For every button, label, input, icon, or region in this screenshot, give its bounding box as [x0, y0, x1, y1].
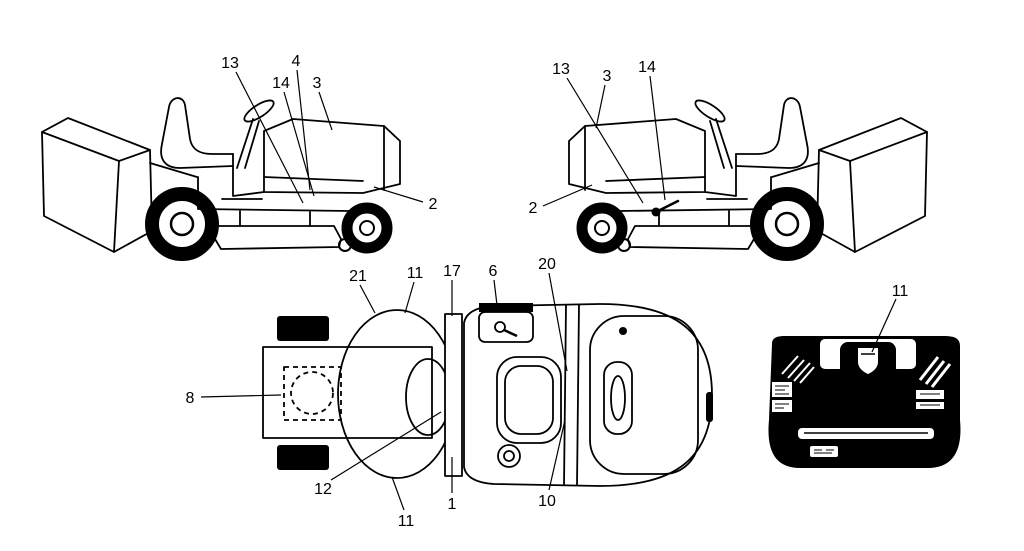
leader-line-11-topview-upper — [404, 281, 415, 314]
leader-line-11-rear — [871, 298, 897, 353]
leader-line-13-left — [235, 71, 304, 204]
leader-line-14-left — [283, 91, 315, 197]
leader-line-11-topview-lower — [391, 476, 405, 511]
callout-3-left: 3 — [313, 75, 322, 92]
left-wheel-top — [277, 316, 329, 341]
callout-12-top: 12 — [314, 481, 332, 498]
callout-1-top: 1 — [448, 496, 457, 513]
control-lever — [656, 199, 680, 213]
bagger-front-edge-2 — [576, 303, 580, 487]
callout-6-top: 6 — [489, 263, 498, 280]
leader-line-21-top — [359, 284, 376, 314]
left-warning-label-2 — [772, 400, 792, 412]
fuel-cap-dot — [619, 327, 627, 335]
leader-line-13-right — [566, 77, 644, 204]
callout-8-top: 8 — [186, 390, 195, 407]
callout-2-left: 2 — [429, 196, 438, 213]
dash-panel-bar — [479, 303, 533, 312]
leader-line-12-top — [330, 411, 442, 481]
tractor-side-drawing-mirrored — [569, 97, 927, 254]
bagger-inner-contour — [589, 315, 699, 475]
seat-top-view — [496, 356, 562, 444]
callout-14-right: 14 — [638, 59, 656, 76]
leader-line-14-right — [649, 75, 666, 201]
rear-view — [768, 336, 961, 468]
leader-line-2-left — [373, 186, 424, 203]
frame-strip — [444, 313, 463, 477]
left-warning-label-2-text-lines — [775, 403, 789, 409]
callout-11-top-lower: 11 — [398, 513, 415, 530]
leader-lines — [200, 69, 897, 511]
bottom-left-label-marks — [814, 449, 834, 454]
leader-line-3-right — [595, 84, 606, 129]
ignition-key-ring — [494, 321, 506, 333]
dash-panel — [478, 311, 534, 343]
right-hatch-lines — [918, 356, 952, 388]
engine-box-hidden — [283, 366, 342, 421]
bagger-handle — [603, 361, 633, 435]
leader-line-10-top — [548, 419, 566, 491]
fender-cap-inner — [503, 450, 515, 462]
left-hatch-lines — [781, 355, 815, 384]
seat-cushion-contour — [504, 365, 554, 435]
leader-line-4-left — [296, 69, 311, 191]
control-lever-knob — [651, 207, 661, 217]
engine-pulley-hidden — [290, 371, 334, 415]
side-view-left — [42, 97, 400, 254]
leader-line-6-top — [493, 279, 498, 306]
callout-10-top: 10 — [538, 493, 556, 510]
bagger-front-edge-1 — [563, 304, 567, 487]
callout-21-top: 21 — [349, 268, 367, 285]
callout-17-top: 17 — [443, 263, 461, 280]
callout-13-right: 13 — [552, 61, 570, 78]
callout-20-top: 20 — [538, 256, 556, 273]
tractor-side-drawing — [42, 97, 400, 254]
callout-2-right: 2 — [529, 200, 538, 217]
callout-3-right: 3 — [603, 68, 612, 85]
callout-4-left: 4 — [292, 53, 301, 70]
fender-cap-outer — [497, 444, 521, 468]
left-wheel-bottom — [277, 445, 329, 470]
callout-labels: 13 4 14 3 2 13 3 14 2 21 11 17 6 20 8 12… — [186, 53, 909, 530]
callout-11-top-upper: 11 — [407, 265, 424, 282]
leader-line-2-right — [542, 184, 593, 207]
rear-edge-mark — [706, 392, 713, 422]
leader-line-3-left — [318, 91, 333, 131]
side-view-right — [569, 97, 927, 254]
bottom-left-label — [810, 446, 838, 457]
left-warning-label-1-text-lines — [775, 385, 789, 395]
callout-13-left: 13 — [221, 55, 239, 72]
leader-line-8-top — [200, 394, 282, 398]
callout-14-left: 14 — [272, 75, 290, 92]
leader-line-20-top — [548, 272, 568, 372]
ignition-key-blade — [503, 328, 518, 338]
bagger-handle-grip — [610, 375, 626, 421]
callout-11-rear: 11 — [892, 283, 909, 300]
top-view — [262, 303, 713, 487]
